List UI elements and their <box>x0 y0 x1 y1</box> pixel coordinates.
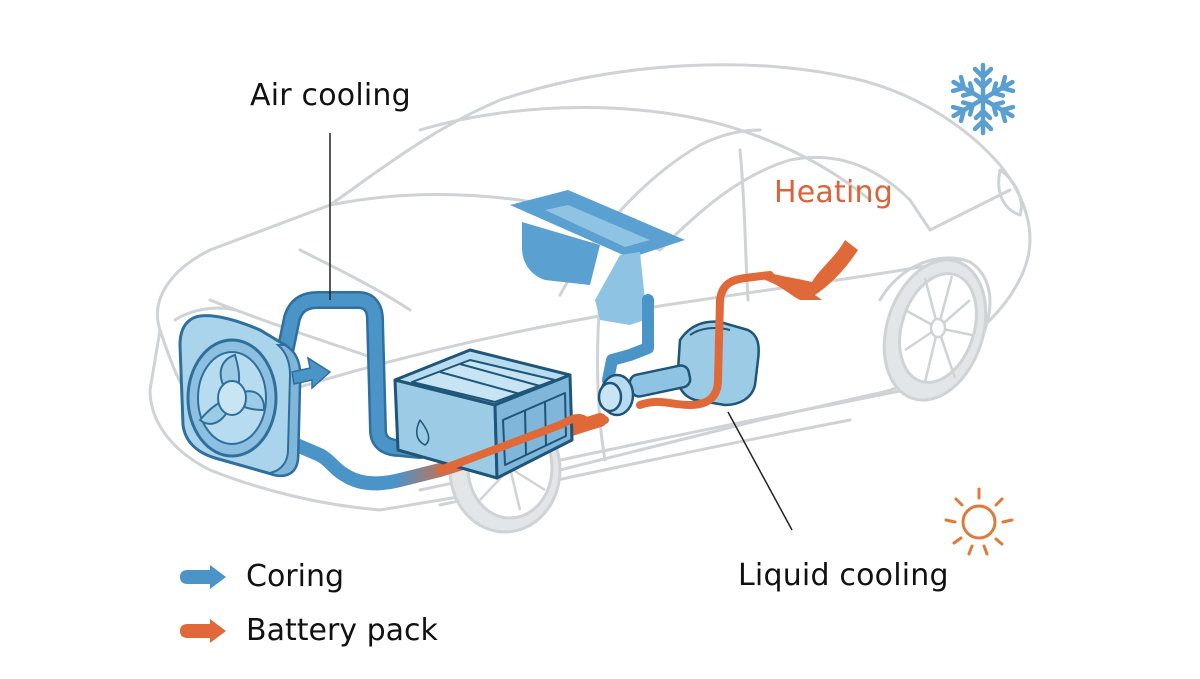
heating-arrow <box>765 240 858 300</box>
hood-line-2 <box>298 248 412 312</box>
headlight <box>173 306 237 322</box>
heating-line <box>436 271 774 474</box>
hvac-unit <box>510 190 685 386</box>
side-window <box>658 155 932 252</box>
liquid-cooling-label: Liquid cooling <box>738 558 949 593</box>
belt-line <box>288 258 962 392</box>
airflow-arrow <box>291 356 332 390</box>
legend-label: Coring <box>246 559 345 594</box>
trunk-line <box>928 188 1012 232</box>
door-line <box>596 298 607 462</box>
arrow-right-icon <box>180 618 226 643</box>
b-pillar <box>738 148 750 302</box>
rear-wheel <box>882 258 988 402</box>
legend-label: Battery pack <box>246 613 438 648</box>
roof-line <box>418 106 872 202</box>
heating-label: Heating <box>774 175 893 210</box>
battery-pack <box>393 348 574 480</box>
liquid-cooling-leader <box>727 411 793 531</box>
tail-light <box>997 168 1023 217</box>
air-cooling-duct <box>276 291 429 459</box>
rear-wheel-arch <box>878 256 992 332</box>
legend-item-coring: Coring <box>176 559 344 594</box>
legend-item-battery-pack: Battery pack <box>176 613 438 648</box>
coolant-return-hose <box>278 413 607 491</box>
car-outline <box>148 63 1032 512</box>
sun-icon <box>944 487 1014 556</box>
radiator-fan <box>178 314 302 478</box>
arrow-right-icon <box>180 564 226 589</box>
air-cooling-label: Air cooling <box>250 78 411 113</box>
snowflake-icon <box>950 62 1017 133</box>
